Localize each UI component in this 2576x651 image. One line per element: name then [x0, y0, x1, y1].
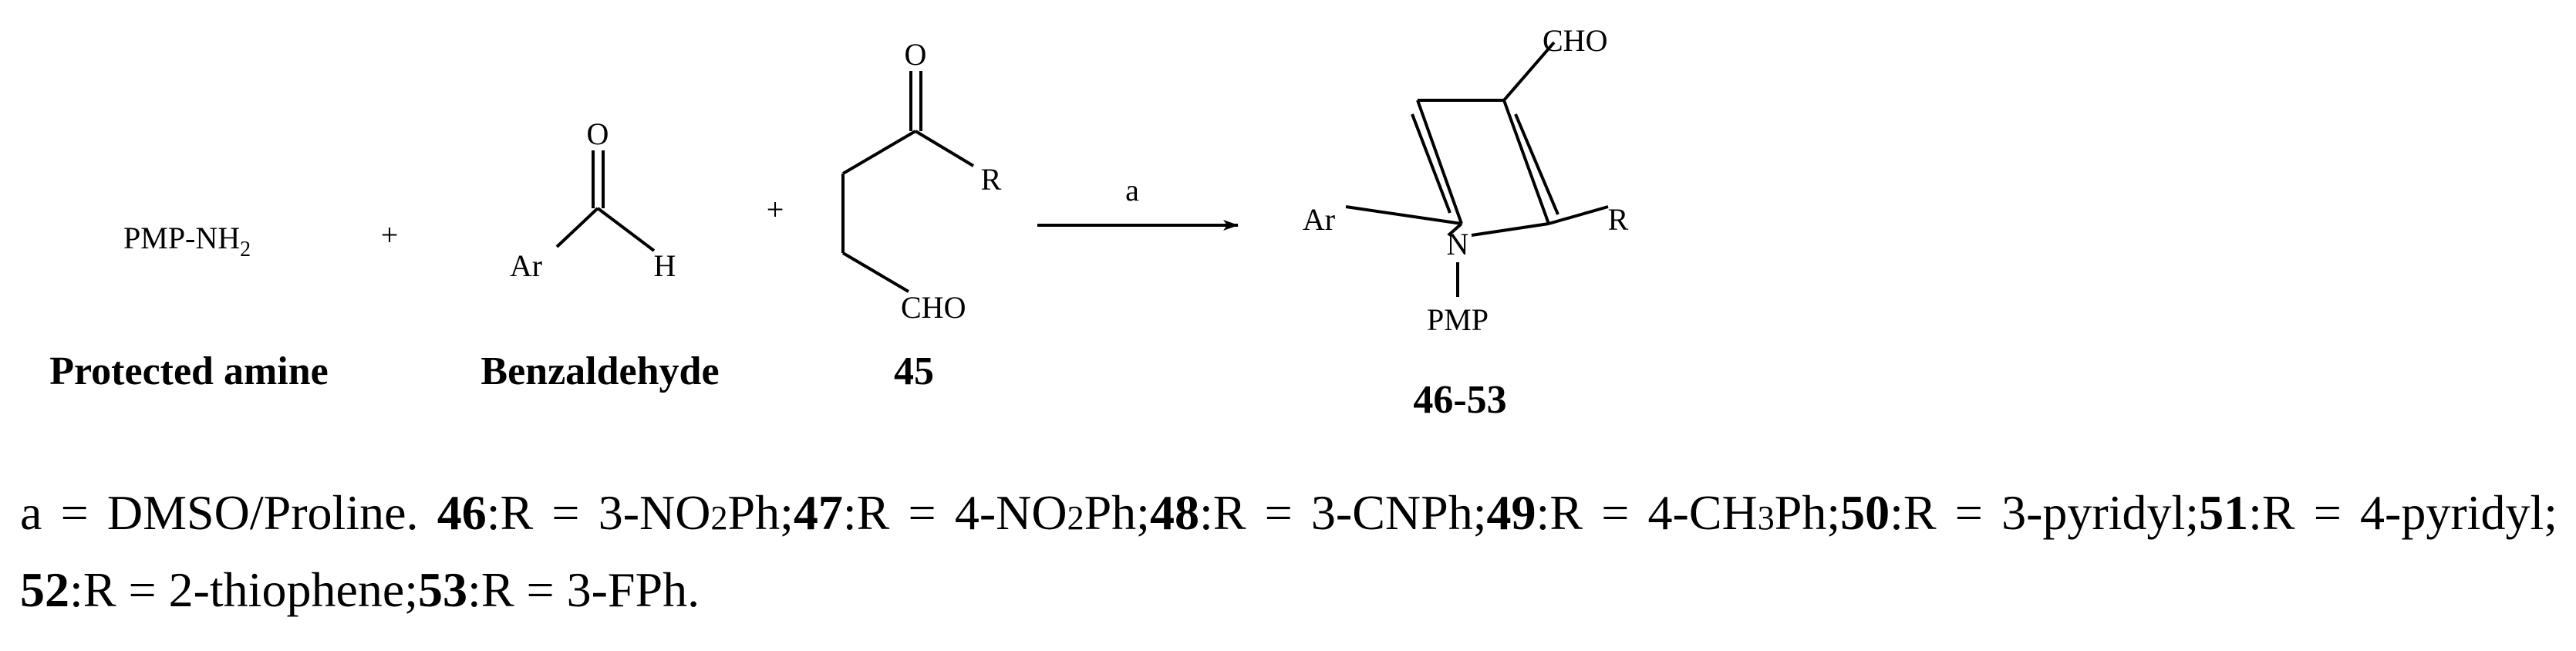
ring-bond-c5-n	[1471, 222, 1549, 237]
caption-entry-46: 46:R = 3-NO2Ph;	[437, 485, 794, 540]
reaction-scheme: PMP-NH2 Protected amine + O Ar H Benzald…	[49, 23, 1629, 422]
product-r-group: R	[1608, 202, 1629, 237]
entry-subscript: 3	[1757, 499, 1775, 537]
entry-text: :R = 3-NO	[486, 485, 711, 540]
reactant-protected-amine: PMP-NH2 Protected amine	[49, 221, 328, 393]
product-number-label: 46-53	[1413, 378, 1506, 422]
ring-bond-c4-c5-inner	[1514, 113, 1559, 215]
r-group: R	[981, 162, 1002, 197]
ring-bond-c2-c3-inner	[1411, 113, 1452, 214]
caption-entry-52: 52:R = 2-thiophene;	[20, 562, 418, 617]
pmp-nh-text: PMP-NH	[123, 221, 240, 255]
ring-bond-c4-c5	[1502, 100, 1550, 224]
entry-text: :R = 3-CNPh;	[1199, 485, 1487, 540]
compound-number: 46	[437, 485, 487, 540]
compound-entries: 46:R = 3-NO2Ph;47:R = 4-NO2Ph;48:R = 3-C…	[20, 485, 2557, 617]
caption-entry-50: 50:R = 3-pyridyl;	[1840, 485, 2199, 540]
c-ar-bond	[1345, 205, 1462, 225]
caption-entry-49: 49:R = 4-CH3Ph;	[1487, 485, 1841, 540]
compound-number: 51	[2199, 485, 2249, 540]
ar-c-bond	[555, 207, 599, 248]
product-aryl: Ar	[1303, 202, 1335, 237]
caption-entry-48: 48:R = 3-CNPh;	[1150, 485, 1487, 540]
reaction-arrow: a	[1037, 173, 1239, 231]
aldehyde-hydrogen: H	[654, 248, 676, 283]
c-cho-bond	[1502, 41, 1556, 102]
aldehyde-cho: CHO	[901, 290, 966, 325]
pyrrole-nitrogen: N	[1447, 227, 1469, 261]
entry-text: :R = 3-FPh.	[467, 562, 700, 617]
ring-bond-c2-n	[1447, 222, 1463, 237]
pmp-nh2-label: PMP-NH2	[123, 221, 251, 261]
product-cho: CHO	[1543, 23, 1607, 58]
c-r-bond	[914, 130, 975, 167]
entry-text: :R = 4-pyridyl;	[2248, 485, 2558, 540]
caption-entry-53: 53:R = 3-FPh.	[418, 562, 700, 617]
compound-number: 48	[1149, 485, 1199, 540]
compound-45-label: 45	[894, 349, 934, 393]
ketone-oxygen: O	[905, 37, 927, 72]
plus-sign-2: +	[767, 192, 784, 227]
arrow-condition-label: a	[1125, 173, 1139, 207]
entry-subscript: 2	[710, 499, 728, 537]
protected-amine-name: Protected amine	[49, 349, 328, 393]
aldehyde-oxygen: O	[587, 116, 609, 151]
entry-text-tail: Ph;	[727, 485, 794, 540]
caption-entry-47: 47:R = 4-NO2Ph;	[794, 485, 1150, 540]
aryl-group: Ar	[510, 248, 542, 283]
entry-text: :R = 4-CH	[1536, 485, 1758, 540]
compound-number: 53	[418, 562, 468, 617]
c-c-bond-1	[841, 130, 917, 175]
entry-text: :R = 4-NO	[842, 485, 1067, 540]
compound-number: 47	[793, 485, 843, 540]
product-pyrrole: CHO Ar N R PMP 46-53	[1303, 23, 1629, 422]
ring-bond-c2-c3	[1416, 100, 1463, 224]
c-cho-bond	[841, 251, 910, 293]
benzaldehyde-name: Benzaldehyde	[480, 349, 719, 393]
entry-text-tail: Ph;	[1084, 485, 1150, 540]
entry-text: :R = 2-thiophene;	[69, 562, 419, 617]
c-h-bond	[596, 207, 656, 252]
entry-text-tail: Ph;	[1774, 485, 1841, 540]
condition-note: a = DMSO/Proline.	[20, 485, 437, 540]
c-r-bond	[1548, 205, 1609, 225]
compound-number: 52	[20, 562, 69, 617]
compound-number: 49	[1486, 485, 1536, 540]
caption-entry-51: 51:R = 4-pyridyl;	[2199, 485, 2557, 540]
entry-subscript: 2	[1067, 499, 1084, 537]
entry-text: :R = 3-pyridyl;	[1890, 485, 2200, 540]
compound-number: 50	[1840, 485, 1890, 540]
nh2-subscript: 2	[240, 238, 251, 261]
plus-sign-1: +	[381, 218, 399, 252]
scheme-caption: a = DMSO/Proline. 46:R = 3-NO2Ph;47:R = …	[20, 477, 2557, 626]
reactant-45: O R CHO 45	[841, 37, 1002, 393]
reactant-benzaldehyde: O Ar H Benzaldehyde	[480, 116, 719, 393]
product-pmp: PMP	[1427, 302, 1489, 337]
